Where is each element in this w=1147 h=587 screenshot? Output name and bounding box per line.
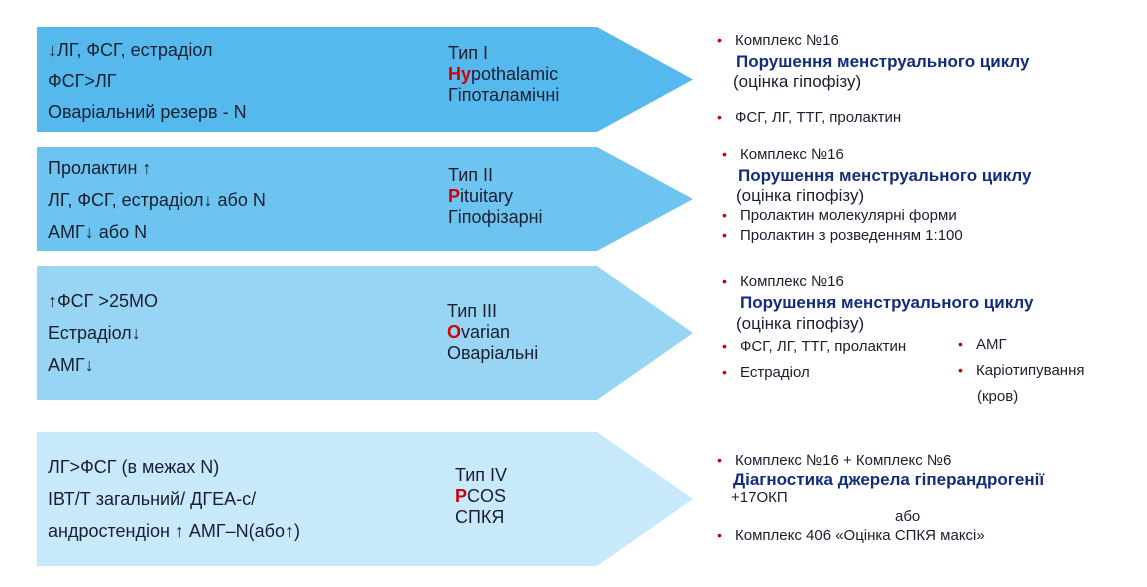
complex-title: Порушення менструального циклу [738, 166, 1032, 185]
finding: ФСГ>ЛГ [48, 71, 117, 91]
type-label-block: Тип I Hypothalamic Гіпоталамічні [448, 43, 559, 106]
complex-bullet: Комплекс №16 [717, 32, 839, 49]
lab-findings: Пролактин ↑ ЛГ, ФСГ, естрадіол↓ або N АМ… [48, 157, 266, 251]
lab-findings: ЛГ>ФСГ (в межах N) ІВТ/Т загальний/ ДГЕА… [48, 456, 300, 552]
finding: ↓ЛГ, ФСГ, естрадіол [48, 40, 213, 60]
complex-bullet: Комплекс №16 [722, 273, 844, 290]
complex-title: Діагностика джерела гіперандрогенії [733, 470, 1045, 489]
type-name-en: PCOS [455, 486, 507, 507]
finding: Оваріальний резерв - N [48, 102, 247, 122]
type-name-rest: varian [461, 322, 511, 342]
finding: ↑ФСГ >25МО [48, 291, 158, 311]
lab-findings: ↑ФСГ >25МО Естрадіол↓ АМГ↓ [48, 290, 158, 386]
test-bullet: ФСГ, ЛГ, ТТГ, пролактин [717, 109, 901, 126]
type-name-uk: Гіпоталамічні [448, 85, 560, 105]
arrow-type-1: ↓ЛГ, ФСГ, естрадіол ФСГ>ЛГ Оваріальний р… [37, 27, 693, 132]
test-bullet: Каріотипування [958, 362, 1084, 379]
type-name-rest: ituitary [460, 186, 514, 206]
finding: АМГ↓ або N [48, 222, 148, 242]
or-label: або [895, 508, 921, 525]
finding: ЛГ>ФСГ (в межах N) [48, 457, 220, 477]
finding: АМГ↓ [48, 355, 94, 375]
extra-test: +17ОКП [731, 489, 788, 506]
lab-findings: ↓ЛГ, ФСГ, естрадіол ФСГ>ЛГ Оваріальний р… [48, 39, 247, 132]
complex-subtitle: (оцінка гіпофізу) [736, 314, 865, 333]
type-initial: O [447, 322, 462, 342]
finding: ЛГ, ФСГ, естрадіол↓ або N [48, 190, 266, 210]
type-name-rest: pothalamic [471, 64, 559, 84]
type-name-en: Ovarian [447, 322, 538, 343]
type-name-en: Hypothalamic [448, 64, 559, 85]
arrow-type-4: ЛГ>ФСГ (в межах N) ІВТ/Т загальний/ ДГЕА… [37, 432, 693, 566]
finding: ІВТ/Т загальний/ ДГЕА-с/ [48, 489, 257, 509]
type-number: Тип II [448, 165, 494, 185]
test-bullet: ФСГ, ЛГ, ТТГ, пролактин [722, 338, 906, 355]
finding: Пролактин ↑ [48, 158, 152, 178]
complex-subtitle: (оцінка гіпофізу) [733, 72, 862, 91]
type-name-uk: Гіпофізарні [448, 207, 543, 227]
arrow-type-2: Пролактин ↑ ЛГ, ФСГ, естрадіол↓ або N АМ… [37, 147, 693, 251]
complex-bullet: Комплекс №16 + Комплекс №6 [717, 452, 951, 469]
type-name-uk: Оваріальні [447, 343, 539, 363]
test-bullet: АМГ [958, 336, 1007, 353]
test-bullet: Естрадіол [722, 364, 810, 381]
test-bullet: Комплекс 406 «Оцінка СПКЯ максі» [717, 527, 985, 544]
finding: андростендіон ↑ АМГ–N(або↑) [48, 521, 300, 541]
complex-subtitle: (оцінка гіпофізу) [736, 186, 865, 205]
type-initial: P [448, 186, 461, 206]
type-name-en: Pituitary [448, 186, 543, 207]
complex-title: Порушення менструального циклу [740, 293, 1034, 312]
type-number: Тип III [447, 301, 498, 321]
arrow-type-3: ↑ФСГ >25МО Естрадіол↓ АМГ↓ Тип III Ovari… [37, 266, 693, 400]
type-initial: Hy [448, 64, 472, 84]
type-label-block: Тип III Ovarian Оваріальні [447, 301, 538, 364]
type-number: Тип IV [455, 465, 508, 485]
complex-title: Порушення менструального циклу [736, 52, 1030, 71]
test-bullet: Пролактин молекулярні форми [722, 207, 957, 224]
type-number: Тип I [448, 43, 489, 63]
finding: Естрадіол↓ [48, 323, 141, 343]
type-initial: P [455, 486, 468, 506]
complex-bullet: Комплекс №16 [722, 146, 844, 163]
type-name-rest: COS [467, 486, 507, 506]
type-name-uk: СПКЯ [455, 507, 505, 527]
type-label-block: Тип II Pituitary Гіпофізарні [448, 165, 543, 228]
test-bullet: Пролактин з розведенням 1:100 [722, 227, 963, 244]
test-note: (кров) [977, 388, 1019, 405]
type-label-block: Тип IV PCOS СПКЯ [455, 465, 507, 528]
